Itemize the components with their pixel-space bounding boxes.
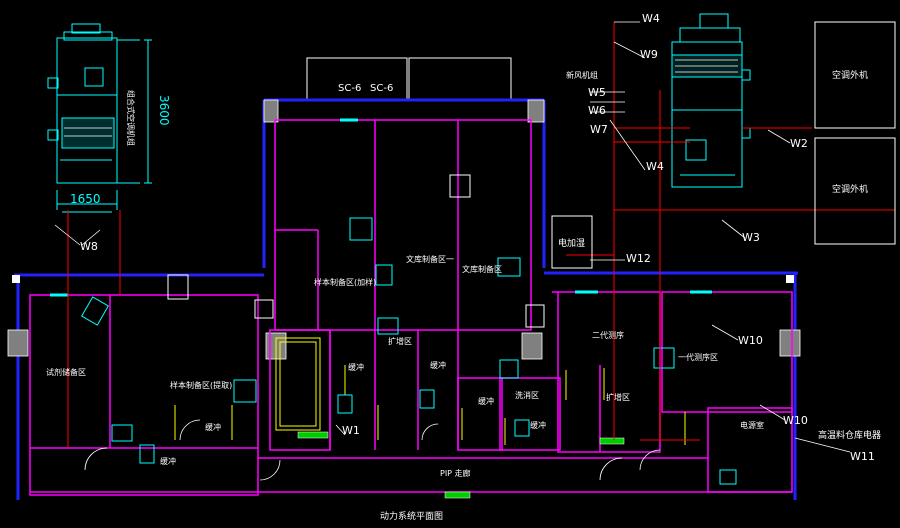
ac-outdoor-units [551, 21, 896, 269]
room-sample-handling: 样本制备区(加样) [314, 277, 376, 287]
w-label-6: W4 [646, 160, 664, 173]
door-swings [84, 419, 661, 481]
w-labels: W4 W9 W5 W6 W7 W4 W2 W3 W12 W8 W10 W1 W1… [80, 12, 875, 463]
w-label-9: W12 [626, 252, 651, 265]
sc6-label-b: SC-6 [370, 83, 393, 94]
w-label-1: W4 [642, 12, 660, 25]
room-buffer-a: 缓冲 [205, 422, 221, 432]
diffusers [167, 174, 545, 328]
w-label-14: W11 [850, 450, 875, 463]
room-pcr: 扩增区 [606, 392, 630, 402]
ac-outdoor-label-1: 空调外机 [832, 69, 868, 81]
w-label-10: W8 [80, 240, 98, 253]
w-label-13: W10 [783, 414, 808, 427]
structural-walls [14, 98, 798, 500]
sc6-label-a: SC-6 [338, 83, 361, 94]
w-label-8: W3 [742, 231, 760, 244]
room-buffer-c: 缓冲 [430, 360, 446, 370]
room-reagent-storage: 试剂储备区 [46, 367, 86, 377]
room-wash: 洗消区 [515, 390, 539, 400]
dim-width-label: 1650 [70, 192, 101, 206]
window-strips [50, 118, 712, 297]
room-reagent-prep-1: 文库制备区一 [406, 254, 454, 264]
leader-lines [54, 21, 851, 453]
right-ahu-elevation [671, 13, 751, 188]
hvac-equipment-icons [81, 217, 737, 485]
w-label-12: W1 [342, 424, 360, 437]
room-reagent-prep-2: 文库制备区 [462, 264, 502, 274]
left-ahu-side-label: 组合式空调机组 [126, 90, 136, 146]
doors [174, 337, 686, 445]
room-print: 扩增区 [388, 336, 412, 346]
room-buffer-f: 缓冲 [160, 456, 176, 466]
w-label-4: W6 [588, 104, 606, 117]
w-label-11: W10 [738, 334, 763, 347]
duct-lines [67, 22, 895, 448]
room-sample-extraction: 样本制备区(提取) [170, 380, 232, 390]
w-label-5: W7 [590, 123, 608, 136]
w-label-7: W2 [790, 137, 808, 150]
room-power: 电加湿 [558, 237, 585, 249]
room-buffer-e: 缓冲 [530, 420, 546, 430]
warehouse-power-annotation: 高温料仓库电器 [818, 429, 881, 441]
drawing-title: 动力系统平面图 [380, 510, 443, 522]
room-gen2-seq: 二代测序 [592, 330, 624, 340]
room-gen1-seq: 一代测序区 [678, 352, 718, 362]
room-corridor: PIP 走廊 [440, 468, 471, 478]
room-buffer-d: 缓冲 [478, 396, 494, 406]
fresh-air-unit-label: 新风机组 [566, 70, 598, 80]
room-electric: 电源室 [740, 420, 764, 430]
dim-height-label: 3600 [157, 95, 171, 126]
columns [7, 99, 801, 360]
ac-outdoor-label-2: 空调外机 [832, 183, 868, 195]
left-ahu-elevation [47, 23, 152, 213]
room-partitions [29, 119, 793, 496]
room-buffer-b: 缓冲 [348, 362, 364, 372]
w-label-3: W5 [588, 86, 606, 99]
w-label-2: W9 [640, 48, 658, 61]
grilles [297, 431, 625, 499]
grid-markers [12, 275, 794, 283]
